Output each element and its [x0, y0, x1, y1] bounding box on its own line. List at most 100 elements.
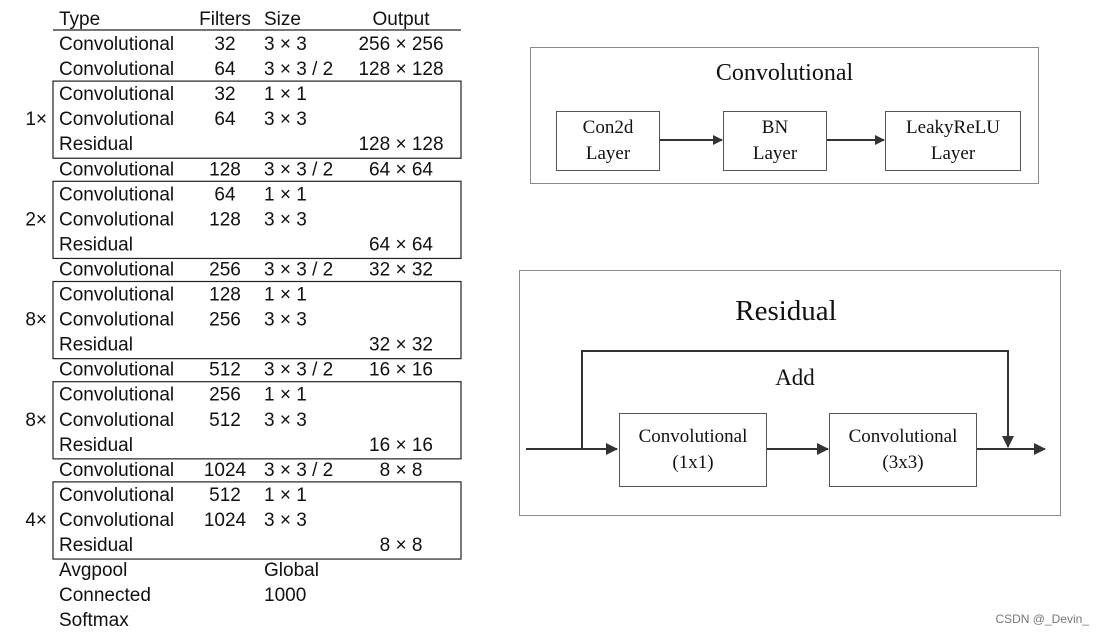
residual-panel: Residual Add Convolutional (1x1) Convolu… — [519, 270, 1061, 516]
skip-connection-arrow — [581, 350, 1014, 449]
row-type: Convolutional — [59, 84, 174, 105]
row-filters: 256 — [209, 385, 241, 406]
con2d-line2: Layer — [585, 143, 631, 164]
residual-block-box — [52, 381, 462, 460]
row-output: 8 × 8 — [380, 535, 423, 556]
row-type: Convolutional — [59, 34, 174, 55]
residual-block-box — [52, 80, 462, 159]
convolutional-title: Convolutional — [715, 60, 854, 86]
row-size: 1 × 1 — [264, 184, 307, 205]
row-filters: 512 — [209, 360, 241, 381]
block-multiplier: 8× — [25, 410, 47, 431]
conv2-line1: Convolutional — [848, 426, 958, 447]
row-type: Convolutional — [59, 59, 174, 80]
residual-block-box — [52, 180, 462, 260]
block-multiplier: 8× — [25, 310, 47, 331]
row-type: Convolutional — [59, 510, 174, 531]
row-size: 3 × 3 / 2 — [264, 159, 333, 180]
row-output: 32 × 32 — [369, 335, 433, 356]
row-output: 32 × 32 — [369, 259, 433, 280]
row-filters: 256 — [209, 259, 241, 280]
row-filters: 128 — [209, 209, 241, 230]
add-label: Add — [775, 365, 815, 390]
row-type: Convolutional — [59, 184, 174, 205]
row-type: Residual — [59, 335, 133, 356]
row-size: 1 × 1 — [264, 385, 307, 406]
row-filters: 64 — [214, 184, 236, 205]
header-type: Type — [59, 9, 100, 30]
row-output: 128 × 128 — [358, 59, 443, 80]
row-size: 3 × 3 — [264, 510, 307, 531]
conv2-line2: (3x3) — [882, 452, 924, 473]
residual-block-box — [52, 280, 462, 360]
row-output: 16 × 16 — [369, 360, 433, 381]
leakyrelu-layer-node: LeakyReLU Layer — [885, 111, 1021, 171]
row-size: 1 × 1 — [264, 84, 307, 105]
row-type: Convolutional — [59, 109, 174, 130]
row-size: 3 × 3 — [264, 310, 307, 331]
row-size: 1 × 1 — [264, 285, 307, 306]
row-type: Convolutional — [59, 410, 174, 431]
row-filters: 32 — [214, 34, 235, 55]
row-type: Residual — [59, 134, 133, 155]
block-multiplier: 4× — [25, 510, 47, 531]
residual-block-box — [52, 481, 462, 560]
row-type: Convolutional — [59, 385, 174, 406]
convolutional-panel: Convolutional Con2d Layer BN Layer Leaky… — [530, 47, 1039, 184]
row-type: Convolutional — [59, 360, 174, 381]
row-filters: 128 — [209, 159, 241, 180]
row-filters: 64 — [214, 109, 236, 130]
row-output: 256 × 256 — [358, 34, 443, 55]
conv-1x1-node: Convolutional (1x1) — [619, 413, 767, 487]
residual-arrows — [526, 350, 1046, 455]
row-output: 64 × 64 — [369, 159, 433, 180]
row-size: 3 × 3 — [264, 410, 307, 431]
header-filters: Filters — [199, 9, 251, 30]
row-size: 3 × 3 — [264, 209, 307, 230]
conv1-line1: Convolutional — [638, 426, 748, 447]
row-output: 8 × 8 — [380, 460, 423, 481]
row-type: Residual — [59, 435, 133, 456]
con2d-line1: Con2d — [582, 117, 634, 138]
con2d-layer-node: Con2d Layer — [556, 111, 660, 171]
row-size: 1 × 1 — [264, 485, 307, 506]
row-filters: 256 — [209, 310, 241, 331]
row-size: 3 × 3 / 2 — [264, 460, 333, 481]
bn-line1: BN — [761, 117, 789, 138]
row-size: 1000 — [264, 585, 306, 606]
bn-line2: Layer — [752, 143, 798, 164]
row-size: 3 × 3 — [264, 109, 307, 130]
row-output: 128 × 128 — [358, 134, 443, 155]
header-output: Output — [372, 9, 430, 30]
row-size: 3 × 3 / 2 — [264, 59, 333, 80]
row-filters: 32 — [214, 84, 235, 105]
row-type: Connected — [59, 585, 151, 606]
row-type: Convolutional — [59, 485, 174, 506]
row-filters: 1024 — [204, 510, 247, 531]
row-output: 16 × 16 — [369, 435, 433, 456]
row-filters: 64 — [214, 59, 236, 80]
row-type: Residual — [59, 535, 133, 556]
conv-3x3-node: Convolutional (3x3) — [829, 413, 977, 487]
row-type: Convolutional — [59, 310, 174, 331]
row-size: Global — [264, 560, 319, 581]
block-multiplier: 2× — [25, 209, 47, 230]
leakyrelu-line2: Layer — [930, 143, 976, 164]
block-multiplier: 1× — [25, 109, 47, 130]
row-type: Convolutional — [59, 460, 174, 481]
row-type: Residual — [59, 234, 133, 255]
row-filters: 512 — [209, 485, 241, 506]
row-type: Convolutional — [59, 209, 174, 230]
row-filters: 1024 — [204, 460, 247, 481]
bn-layer-node: BN Layer — [723, 111, 827, 171]
row-type: Softmax — [59, 610, 129, 631]
leakyrelu-line1: LeakyReLU — [906, 117, 1000, 138]
row-type: Convolutional — [59, 285, 174, 306]
row-type: Convolutional — [59, 259, 174, 280]
row-output: 64 × 64 — [369, 234, 433, 255]
row-size: 3 × 3 / 2 — [264, 360, 333, 381]
conv-arrows — [659, 135, 885, 145]
row-type: Avgpool — [59, 560, 127, 581]
